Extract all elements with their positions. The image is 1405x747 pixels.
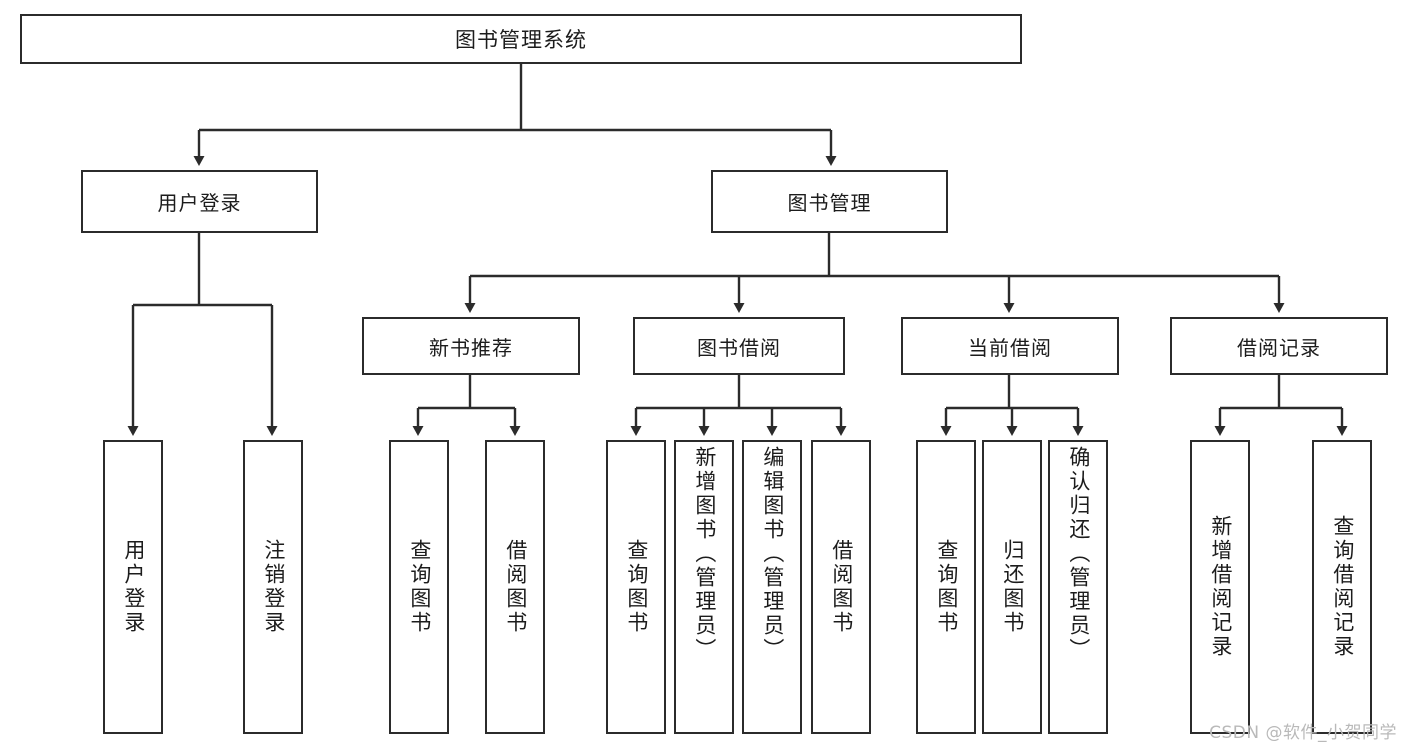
leaf-add-borrow-record[interactable]: 新增借阅记录 xyxy=(1190,440,1250,734)
leaf-confirm-return-admin[interactable]: 确认归还（管理员） xyxy=(1048,440,1108,734)
leaf-add-book-admin[interactable]: 新增图书（管理员） xyxy=(674,440,734,734)
node-current-borrow-label: 当前借阅 xyxy=(968,335,1052,360)
node-root-system[interactable]: 图书管理系统 xyxy=(20,14,1022,64)
leaf-return-books[interactable]: 归还图书 xyxy=(982,440,1042,734)
leaf-add-book-admin-label: 新增图书（管理员） xyxy=(692,446,717,662)
leaf-logout-label: 注销登录 xyxy=(261,539,286,635)
node-borrow-records-label: 借阅记录 xyxy=(1237,335,1321,360)
node-book-management[interactable]: 图书管理 xyxy=(711,170,948,233)
node-current-borrow[interactable]: 当前借阅 xyxy=(901,317,1119,375)
node-user-login[interactable]: 用户登录 xyxy=(81,170,318,233)
node-root-label: 图书管理系统 xyxy=(455,28,587,52)
leaf-query-books-recommend[interactable]: 查询图书 xyxy=(389,440,449,734)
leaf-query-books-borrow[interactable]: 查询图书 xyxy=(606,440,666,734)
leaf-user-login[interactable]: 用户登录 xyxy=(103,440,163,734)
node-book-borrow[interactable]: 图书借阅 xyxy=(633,317,845,375)
leaf-borrow-books-borrow[interactable]: 借阅图书 xyxy=(811,440,871,734)
leaf-query-borrow-record[interactable]: 查询借阅记录 xyxy=(1312,440,1372,734)
node-user-login-label: 用户登录 xyxy=(157,191,242,215)
leaf-borrow-books-recommend-label: 借阅图书 xyxy=(503,539,528,635)
leaf-borrow-books-borrow-label: 借阅图书 xyxy=(829,539,854,635)
leaf-return-books-label: 归还图书 xyxy=(1000,539,1025,635)
node-book-borrow-label: 图书借阅 xyxy=(697,335,781,360)
node-borrow-records[interactable]: 借阅记录 xyxy=(1170,317,1388,375)
leaf-query-borrow-record-label: 查询借阅记录 xyxy=(1330,515,1355,659)
leaf-query-books-current-label: 查询图书 xyxy=(934,539,959,635)
node-new-book-recommend-label: 新书推荐 xyxy=(429,335,513,360)
leaf-add-borrow-record-label: 新增借阅记录 xyxy=(1208,515,1233,659)
leaf-query-books-current[interactable]: 查询图书 xyxy=(916,440,976,734)
node-new-book-recommend[interactable]: 新书推荐 xyxy=(362,317,580,375)
node-book-management-label: 图书管理 xyxy=(787,191,872,215)
csdn-watermark: CSDN @软件_小贺同学 xyxy=(1209,723,1397,743)
leaf-borrow-books-recommend[interactable]: 借阅图书 xyxy=(485,440,545,734)
leaf-edit-book-admin[interactable]: 编辑图书（管理员） xyxy=(742,440,802,734)
leaf-logout[interactable]: 注销登录 xyxy=(243,440,303,734)
leaf-confirm-return-admin-label: 确认归还（管理员） xyxy=(1066,446,1091,662)
leaf-user-login-label: 用户登录 xyxy=(121,539,146,635)
leaf-edit-book-admin-label: 编辑图书（管理员） xyxy=(760,446,785,662)
leaf-query-books-recommend-label: 查询图书 xyxy=(407,539,432,635)
leaf-query-books-borrow-label: 查询图书 xyxy=(624,539,649,635)
